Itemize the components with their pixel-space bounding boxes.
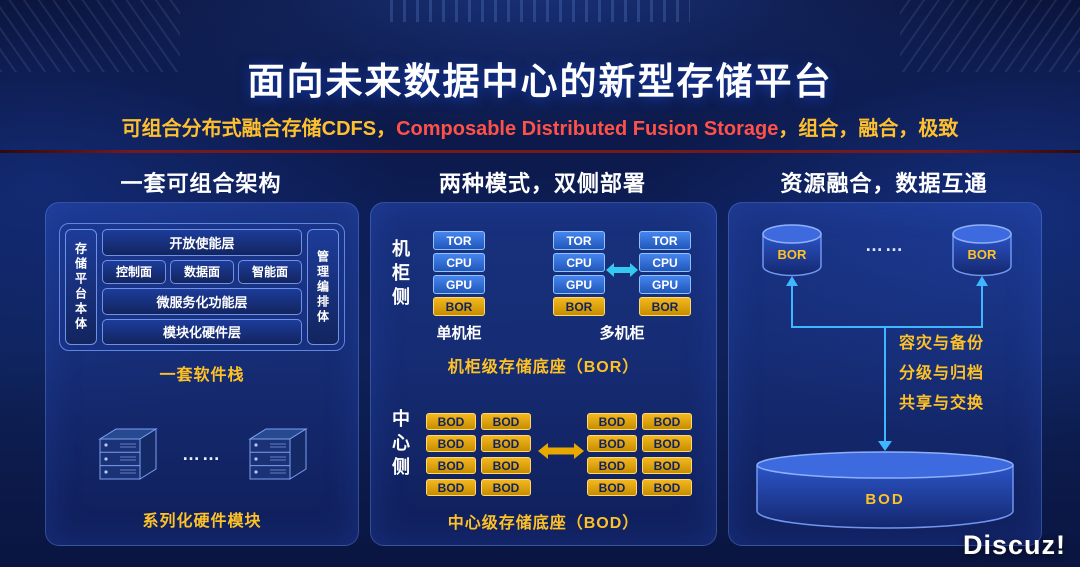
slide-subtitle: 可组合分布式融合存储CDFS，Composable Distributed Fu… (0, 112, 1080, 141)
cylinder-shape (762, 224, 822, 277)
rack-base-caption: 机柜级存储底座（BOR） (447, 359, 640, 376)
fusion-feature-list: 容灾与备份 分级与归档 共享与交换 (899, 329, 984, 419)
top-circuit-decoration (390, 0, 690, 22)
modular-hardware-layer: 模块化硬件层 (102, 318, 302, 345)
intelligence-plane: 智能面 (238, 259, 302, 284)
bod-chip: BOD (587, 479, 637, 496)
bod-chip: BOD (642, 457, 692, 474)
bod-chip: BOD (426, 435, 476, 452)
data-plane: 数据面 (170, 259, 234, 284)
feature-tiering-archive: 分级与归档 (899, 365, 985, 382)
section-header-architecture: 一套可组合架构 (120, 171, 282, 196)
bod-chip: BOD (481, 479, 531, 496)
bor-chip: BOR (553, 297, 605, 316)
management-orchestration-label: 管理编排体 (307, 229, 339, 345)
bod-grid-right: BOD BOD BOD BOD BOD BOD BOD BOD (587, 413, 692, 496)
panel-architecture: 存储平台本体 开放使能层 控制面 数据面 智能面 微服务化功能层 模块化硬件层 … (45, 202, 359, 546)
server-icon (98, 428, 158, 480)
single-rack-label: 单机柜 (436, 325, 482, 342)
microservice-function-layer: 微服务化功能层 (102, 288, 302, 315)
tor-chip: TOR (433, 231, 485, 250)
fusion-connector-arrows (786, 276, 988, 451)
center-side-label: 中心侧 (390, 409, 410, 481)
cpu-chip: CPU (553, 253, 605, 272)
software-stack-caption: 一套软件栈 (159, 367, 245, 384)
bod-chip: BOD (426, 457, 476, 474)
architecture-layers: 开放使能层 控制面 数据面 智能面 微服务化功能层 模块化硬件层 (102, 229, 302, 345)
bod-cylinder-label: BOD (865, 491, 905, 508)
cpu-chip: CPU (639, 253, 691, 272)
ellipsis-text: …… (865, 235, 905, 255)
feature-disaster-recovery: 容灾与备份 (899, 335, 985, 352)
bod-chip: BOD (642, 479, 692, 496)
bod-database-cylinder-icon (753, 449, 1017, 533)
bod-chip: BOD (642, 435, 692, 452)
gpu-chip: GPU (433, 275, 485, 294)
section-header-deployment: 两种模式，双侧部署 (438, 171, 646, 196)
gpu-chip: GPU (639, 275, 691, 294)
server-icon (248, 428, 308, 480)
red-divider-line (0, 150, 1080, 153)
panel-deployment: 机柜侧 TOR CPU GPU BOR TOR CPU GPU BOR TOR … (370, 202, 717, 546)
ellipsis-text: …… (182, 443, 222, 464)
bod-chip: BOD (587, 435, 637, 452)
bod-grid-left: BOD BOD BOD BOD BOD BOD BOD BOD (426, 413, 531, 496)
bod-chip: BOD (642, 413, 692, 430)
bor-cylinder-label: BOR (777, 247, 807, 262)
feature-share-exchange: 共享与交换 (899, 395, 985, 412)
section-header-fusion: 资源融合，数据互通 (780, 171, 988, 196)
bidirectional-arrow-icon (538, 443, 584, 459)
bor-cylinder-label: BOR (967, 247, 997, 262)
center-base-caption: 中心级存储底座（BOD） (447, 515, 640, 532)
hardware-modules-row: …… (46, 425, 358, 483)
bor-database-cylinder-icon: BOR (951, 223, 1013, 277)
subtitle-cn-lead: 可组合分布式融合存储CDFS， (121, 118, 397, 140)
control-plane: 控制面 (102, 259, 166, 284)
multi-rack-stack-a: TOR CPU GPU BOR (553, 231, 605, 316)
bod-chip: BOD (481, 435, 531, 452)
slide-title: 面向未来数据中心的新型存储平台 (247, 60, 833, 102)
hardware-module-caption: 系列化硬件模块 (142, 513, 262, 530)
gpu-chip: GPU (553, 275, 605, 294)
subtitle-english: Composable Distributed Fusion Storage (396, 118, 779, 140)
tor-chip: TOR (639, 231, 691, 250)
bod-chip: BOD (481, 457, 531, 474)
rack-side-label: 机柜侧 (390, 239, 410, 311)
subtitle-cn-tail: ，组合，融合，极致 (778, 118, 959, 140)
multi-rack-stack-b: TOR CPU GPU BOR (639, 231, 691, 316)
cylinder-shape (756, 451, 1014, 529)
panel-fusion: BOR …… BOR 容灾与备份 分级与归档 共 (728, 202, 1042, 546)
bod-chip: BOD (481, 413, 531, 430)
bor-database-cylinder-icon: BOR (761, 223, 823, 277)
discuz-watermark: Discuz! (962, 530, 1066, 560)
bod-chip: BOD (426, 413, 476, 430)
cylinder-shape (952, 224, 1012, 277)
architecture-diagram: 存储平台本体 开放使能层 控制面 数据面 智能面 微服务化功能层 模块化硬件层 … (59, 223, 345, 351)
bod-chip: BOD (426, 479, 476, 496)
multi-rack-label: 多机柜 (599, 325, 645, 342)
bidirectional-arrow-icon (606, 263, 638, 277)
cpu-chip: CPU (433, 253, 485, 272)
bod-chip: BOD (587, 457, 637, 474)
bor-chip: BOR (639, 297, 691, 316)
storage-platform-body-label: 存储平台本体 (65, 229, 97, 345)
single-rack-stack: TOR CPU GPU BOR (433, 231, 485, 316)
tor-chip: TOR (553, 231, 605, 250)
open-enable-layer: 开放使能层 (102, 229, 302, 256)
bor-chip: BOR (433, 297, 485, 316)
bod-chip: BOD (587, 413, 637, 430)
planes-row: 控制面 数据面 智能面 (102, 259, 302, 284)
